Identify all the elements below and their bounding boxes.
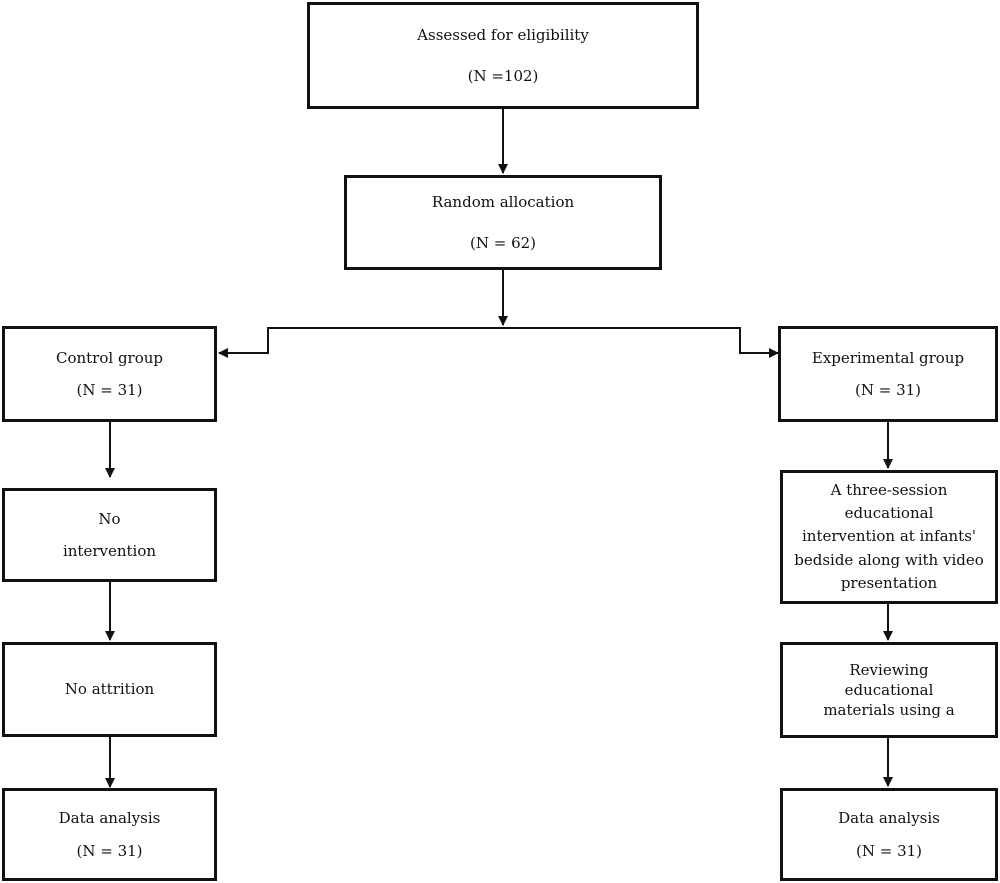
control-intervention-box: No intervention <box>2 488 217 582</box>
experimental-review-line2: educational <box>844 680 934 699</box>
control-group-count: (N = 31) <box>76 381 143 399</box>
split-line-left <box>218 327 503 358</box>
experimental-review-line1: Reviewing <box>849 660 929 679</box>
control-intervention-line2: intervention <box>62 542 157 560</box>
experimental-intervention-box: A three-session educational intervention… <box>780 470 998 604</box>
experimental-group-title: Experimental group <box>811 348 965 367</box>
experimental-group-count: (N = 31) <box>854 381 922 399</box>
assessed-count: (N =102) <box>467 66 539 85</box>
experimental-review-line3: materials using a <box>823 701 955 720</box>
assessed-box: Assessed for eligibility (N =102) <box>307 2 699 109</box>
experimental-intervention-line1: A three-session educational <box>830 480 948 523</box>
experimental-analysis-box: Data analysis (N = 31) <box>780 788 998 881</box>
experimental-review-box: Reviewing educational materials using a <box>780 642 998 738</box>
experimental-intervention-line4: presentation <box>840 573 938 592</box>
allocation-box: Random allocation (N = 62) <box>344 175 662 270</box>
control-analysis-title: Data analysis <box>58 809 161 828</box>
experimental-group-box: Experimental group (N = 31) <box>778 326 998 422</box>
experimental-intervention-line2: intervention at infants' <box>801 527 977 546</box>
control-analysis-box: Data analysis (N = 31) <box>2 788 217 881</box>
control-attrition-text: No attrition <box>64 680 155 699</box>
control-attrition-box: No attrition <box>2 642 217 737</box>
allocation-title: Random allocation <box>431 193 575 212</box>
split-line-right <box>503 327 779 358</box>
control-intervention-line1: No <box>98 509 121 528</box>
control-group-title: Control group <box>55 348 164 367</box>
assessed-title: Assessed for eligibility <box>417 26 589 45</box>
experimental-analysis-count: (N = 31) <box>855 841 923 860</box>
experimental-analysis-title: Data analysis <box>838 809 940 828</box>
control-group-box: Control group (N = 31) <box>2 326 217 422</box>
control-analysis-count: (N = 31) <box>76 841 143 860</box>
experimental-intervention-line3: bedside along with video <box>794 550 984 569</box>
allocation-count: (N = 62) <box>469 233 537 252</box>
